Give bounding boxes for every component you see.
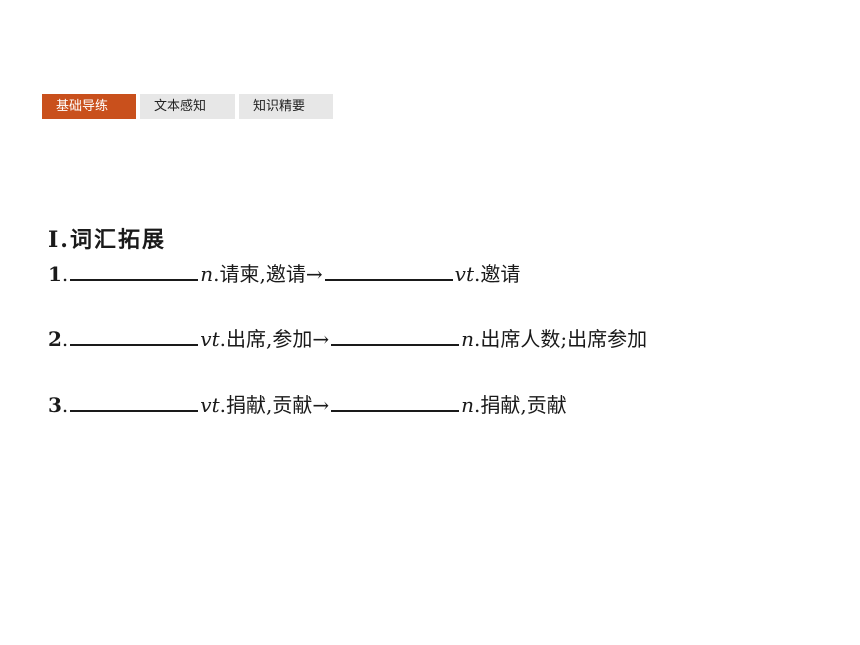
answer-blank-1a[interactable] xyxy=(70,278,199,281)
part-of-speech: n xyxy=(461,327,474,351)
part-of-speech: vt xyxy=(200,393,220,417)
meaning-text: .捐献,贡献→ xyxy=(219,393,330,417)
item-dot: . xyxy=(61,327,69,351)
item-number: 3 xyxy=(48,393,62,417)
item-dot: . xyxy=(61,393,69,417)
meaning-text: .出席,参加→ xyxy=(219,327,330,351)
item-number: 2 xyxy=(48,327,62,351)
meaning-text: .捐献,贡献 xyxy=(474,393,567,417)
tab-bar: 基础导练 文本感知 知识精要 xyxy=(42,94,333,119)
answer-blank-1b[interactable] xyxy=(324,278,453,281)
answer-blank-2b[interactable] xyxy=(331,343,460,346)
part-of-speech: vt xyxy=(200,327,220,351)
answer-blank-3a[interactable] xyxy=(70,409,199,412)
answer-blank-3b[interactable] xyxy=(331,409,460,412)
meaning-text: .邀请 xyxy=(474,262,521,286)
item-dot: . xyxy=(61,262,69,286)
meaning-text: .请柬,邀请→ xyxy=(213,262,323,286)
tab-knowledge-essentials[interactable]: 知识精要 xyxy=(239,94,333,119)
item-number: 1 xyxy=(48,262,62,286)
part-of-speech: n xyxy=(461,393,474,417)
meaning-text: .出席人数;出席参加 xyxy=(474,327,648,351)
answer-blank-2a[interactable] xyxy=(70,343,199,346)
vocab-item-3: 3 . vt .捐献,贡献→ n .捐献,贡献 xyxy=(48,389,567,418)
part-of-speech: n xyxy=(200,262,214,286)
section-title: Ⅰ.词汇拓展 xyxy=(48,227,166,253)
tab-text-perception[interactable]: 文本感知 xyxy=(140,94,235,119)
vocab-item-1: 1 . n .请柬,邀请→ vt .邀请 xyxy=(48,258,520,287)
tab-basic-practice[interactable]: 基础导练 xyxy=(42,94,136,119)
part-of-speech: vt xyxy=(454,262,474,286)
vocab-item-2: 2 . vt .出席,参加→ n .出席人数;出席参加 xyxy=(48,323,647,352)
